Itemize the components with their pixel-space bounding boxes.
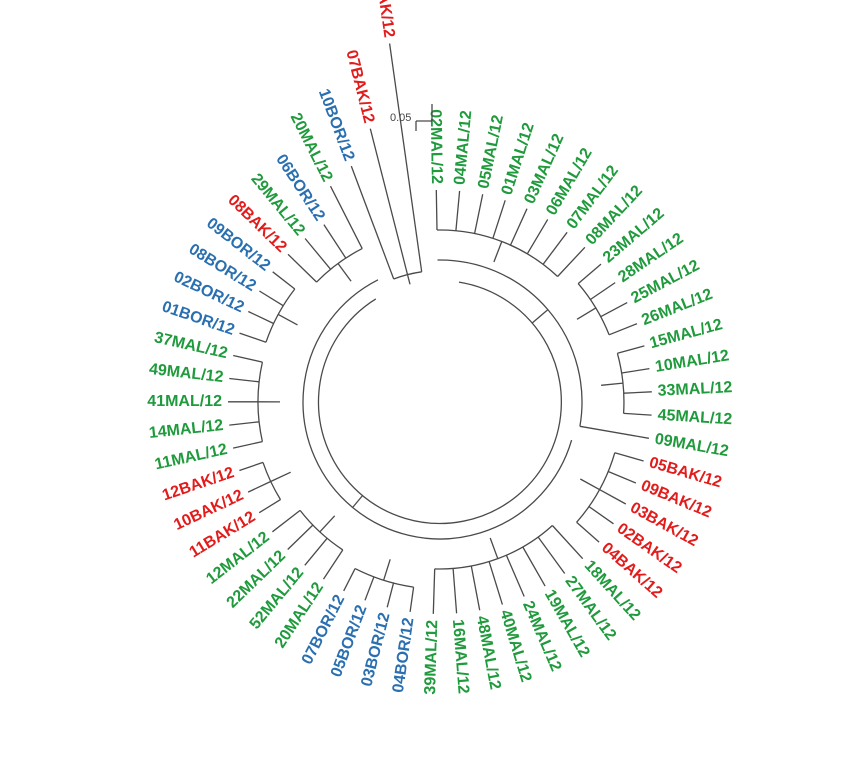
tree-branch (617, 345, 645, 354)
tree-branch (473, 194, 484, 234)
tree-branch (287, 253, 318, 283)
tree-branch (369, 128, 409, 275)
tree-branch (329, 185, 363, 249)
tree-branch (489, 537, 499, 559)
scale-bar-line (416, 104, 433, 122)
tree-branch (601, 382, 624, 386)
tree-branch (470, 565, 481, 611)
tree-branch (600, 302, 628, 318)
tree-branch (531, 309, 549, 324)
tree-branch (323, 224, 347, 259)
tree-branch (599, 489, 627, 505)
tree-branch (623, 391, 652, 394)
tree-branch (493, 241, 503, 263)
tree-branch (588, 506, 614, 525)
tree-branch (350, 165, 395, 280)
tree-branch (452, 568, 458, 614)
tree-branch (542, 231, 568, 265)
tree-arc (299, 510, 344, 551)
tree-arc (317, 281, 562, 525)
tree-branch (382, 559, 391, 581)
tree-branch (409, 587, 415, 612)
tree-branch (319, 515, 336, 533)
tree-branch (432, 568, 436, 614)
leaf-label: 33MAL/12 (657, 379, 733, 400)
tree-branch (608, 323, 638, 336)
leaf-label: 16MAL/12 (449, 619, 472, 695)
scale-bar: 0.05 (390, 104, 433, 131)
leaf-label: 14MAL/12 (148, 417, 224, 442)
tree-arc (437, 259, 583, 427)
leaf-label: 10MAL/12 (654, 347, 731, 376)
leaf-label: 39MAL/12 (422, 620, 441, 695)
leaf-label: 41MAL/12 (147, 393, 222, 410)
tree-branch (522, 546, 546, 587)
tree-branch (304, 537, 328, 566)
tree-branch (259, 290, 284, 307)
tree-branch (607, 470, 637, 484)
tree-branch (233, 354, 263, 363)
leaf-label: 04MAL/12 (451, 110, 475, 186)
tree-branch (272, 509, 301, 533)
tree-arc (576, 452, 616, 523)
leaf-label: 06BAK/12 (370, 0, 397, 39)
tree-branch (304, 238, 332, 270)
tree-branch (579, 425, 650, 439)
tree-branch (277, 313, 298, 326)
tree-branch (343, 568, 356, 592)
tree-branch (579, 478, 600, 491)
tree-branch (229, 377, 260, 383)
tree-branch (576, 307, 597, 320)
leaf-label: 45MAL/12 (657, 407, 733, 429)
tree-branch (352, 495, 364, 508)
tree-arc (316, 248, 363, 283)
tree-branch (386, 582, 395, 608)
tree-branch (270, 471, 291, 483)
tree-branch (272, 271, 296, 290)
leaf-label: 07BAK/12 (342, 48, 377, 125)
tree-branch (322, 549, 344, 580)
leaf-label: 49MAL/12 (148, 361, 224, 386)
leaf-label: 04BOR/12 (390, 616, 418, 693)
tree-branches (228, 43, 652, 614)
tree-branch (435, 189, 438, 231)
tree-branch (590, 282, 616, 301)
tree-branch (488, 561, 504, 605)
tree-branch (258, 499, 281, 514)
tree-branch (526, 219, 549, 255)
tree-branch (557, 246, 586, 277)
leaf-label: 02MAL/12 (427, 109, 445, 184)
tree-branch (455, 190, 461, 231)
tree-branch (577, 263, 602, 285)
leaf-label: 09MAL/12 (653, 431, 730, 461)
tree-branch (388, 43, 423, 272)
tree-branch (623, 412, 652, 416)
scale-bar-label: 0.05 (390, 112, 411, 124)
tree-branch (576, 521, 600, 543)
tree-branch (509, 208, 528, 246)
tree-branch (248, 310, 274, 325)
tree-branch (551, 525, 584, 560)
tree-branch (247, 480, 271, 493)
tree-branch (614, 452, 644, 462)
tree-branch (505, 555, 525, 597)
tree-branch (364, 576, 375, 601)
tree-branch (229, 421, 260, 426)
tree-branch (621, 367, 650, 374)
tree-branch (239, 461, 264, 472)
tree-branch (337, 263, 352, 282)
tree-branch (406, 274, 411, 285)
leaf-label: 48MAL/12 (473, 614, 504, 691)
tree-branch (239, 332, 267, 343)
tree-branch (232, 440, 263, 449)
tree-branch (287, 524, 314, 550)
tree-arc (302, 279, 573, 540)
tree-branch (537, 536, 566, 574)
tree-branch (492, 200, 506, 239)
